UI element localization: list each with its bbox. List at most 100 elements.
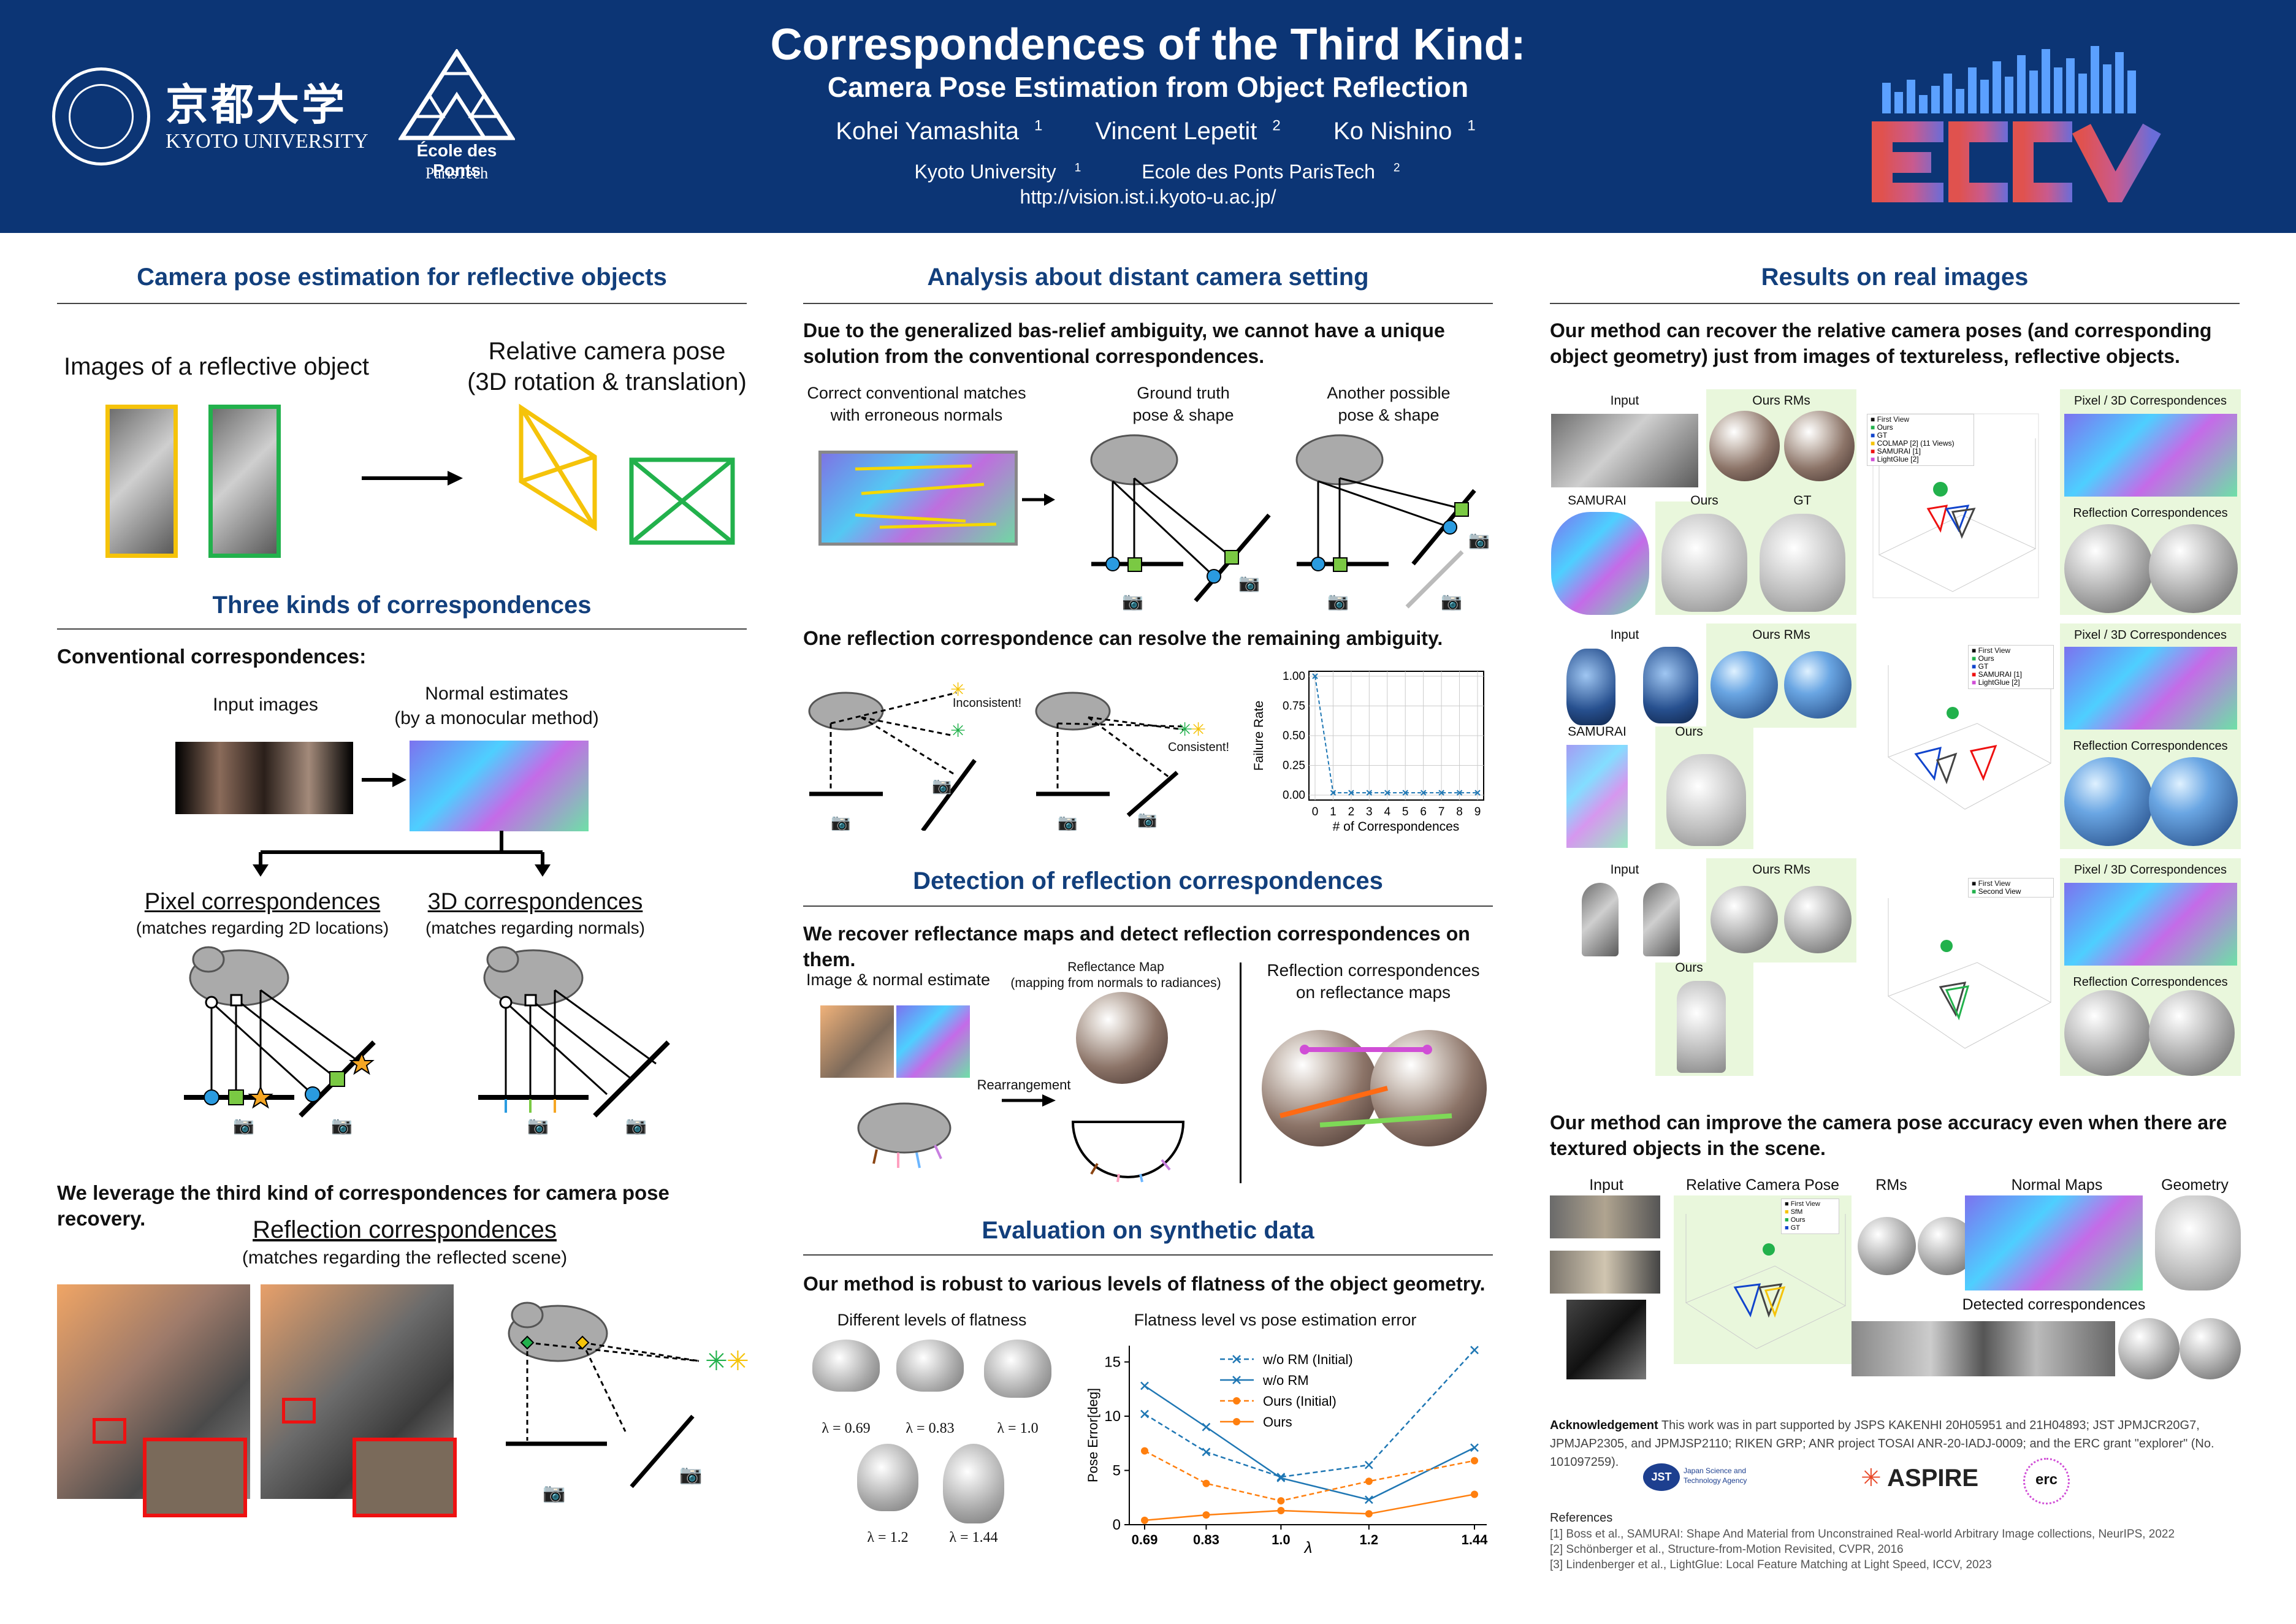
chart2-xtick: 0.83 (1193, 1532, 1219, 1547)
flatness-bunny-0.83 (896, 1340, 964, 1392)
svg-text:📷: 📷 (331, 1116, 353, 1135)
chart2-legend-marker (1233, 1418, 1240, 1425)
flatness-bunny-1.0 (984, 1340, 1051, 1398)
chart2-point (1202, 1479, 1210, 1487)
section-divider (803, 905, 1493, 907)
bunny-image-small (820, 1005, 894, 1078)
pose-plot-2 (1887, 665, 2052, 810)
chart1-point (1330, 790, 1337, 796)
chart2-series-line (1144, 1450, 1475, 1502)
svg-text:✳: ✳ (727, 1346, 749, 1376)
section-divider (803, 303, 1493, 304)
gt-label-1: GT (1793, 494, 1812, 508)
poster-header: 京都大学 KYOTO UNIVERSITY École des Ponts Pa… (0, 0, 2296, 233)
chart1-ytick: 0.00 (1283, 789, 1305, 802)
chart2-legend-label: w/o RM (Initial) (1262, 1352, 1353, 1367)
aspire-logo: ✳ ASPIRE (1861, 1465, 1979, 1492)
ours-geometry-3 (1677, 981, 1726, 1073)
lab-url-link[interactable]: http://vision.ist.i.kyoto-u.ac.jp/ (1020, 186, 1276, 208)
chart1-xtick: 7 (1438, 806, 1445, 818)
lambda-label-0.69: λ = 0.69 (822, 1420, 871, 1436)
reflective-object-image-2 (208, 405, 281, 558)
arrow-right-icon (1022, 494, 1055, 506)
relative-camera-pose-label-4: Relative Camera Pose (1685, 1176, 1840, 1194)
chart1-point (1366, 790, 1373, 796)
chart2-point (1471, 1490, 1478, 1498)
chart1-ytick: 0.50 (1283, 730, 1305, 742)
input-label-1: Input (1610, 394, 1639, 408)
jst-logo-icon: JST Japan Science and Technology Agency (1643, 1462, 1772, 1493)
svg-text:📷: 📷 (1058, 813, 1077, 831)
different-flatness-label: Different levels of flatness (837, 1311, 1027, 1329)
chart2-series-line (1144, 1493, 1475, 1522)
textured-objects-text: Our method can improve the camera pose a… (1550, 1111, 2227, 1159)
chart2-point (1140, 1409, 1149, 1419)
flatness-vs-error-label: Flatness level vs pose estimation error (1134, 1311, 1417, 1329)
ground-truth-diagram: 📷📷 (1090, 434, 1271, 611)
svg-text:✳: ✳ (950, 680, 966, 700)
svg-text:✳: ✳ (950, 721, 966, 741)
refl-corr-sphere-2b (2149, 757, 2238, 846)
ours-geometry-1 (1661, 514, 1747, 612)
detected-corr-sphere-a (2118, 1318, 2180, 1379)
poster-title-line2: Camera Pose Estimation from Object Refle… (827, 71, 1469, 103)
chart2-ylabel: Pose Error[deg] (1085, 1388, 1100, 1482)
kyoto-university-jp-name: 京都大学 (166, 79, 347, 130)
pose-plot-3 (1887, 898, 2052, 1049)
ours-label-1: Ours (1690, 494, 1718, 508)
pixel-correspondence-diagram: 📷📷 (184, 946, 376, 1135)
inconsistent-label: Inconsistent! (952, 696, 1022, 710)
chart2-xtick: 1.0 (1272, 1532, 1291, 1547)
robust-flatness-text: Our method is robust to various levels o… (803, 1273, 1486, 1295)
reflection-bunny-image-1 (57, 1284, 250, 1517)
legend-panel-2: ■ First View ■ Ours ■ GT ■ SAMURAI [1] ■… (1968, 645, 2054, 689)
ours-rm-sphere-2a (1711, 651, 1778, 719)
reflection-matches-overlay (1280, 1045, 1452, 1127)
reflection-correspondences-subtitle: (matches regarding the reflected scene) (242, 1248, 568, 1268)
chart2-point (1277, 1506, 1285, 1514)
rearrangement-label: Rearrangement (977, 1077, 1071, 1092)
reference-1: [1] Boss et al., SAMURAI: Shape And Mate… (1550, 1528, 2175, 1541)
refl-corr-sphere-1b (2149, 524, 2238, 613)
reflectance-map-sphere (1076, 992, 1168, 1084)
chart2-point (1277, 1497, 1285, 1505)
chart1-ytick: 1.00 (1283, 670, 1305, 683)
svg-text:📷: 📷 (1441, 592, 1462, 611)
refl-corr-label-3: Reflection Correspondences (2073, 975, 2228, 989)
chart1-xtick: 8 (1456, 806, 1463, 818)
svg-text:✳: ✳ (1177, 720, 1192, 740)
svg-text:📷: 📷 (1137, 810, 1157, 828)
chart1-point (1456, 790, 1463, 796)
svg-text:📷: 📷 (1122, 592, 1143, 611)
ours-rm-sphere-1a (1709, 411, 1780, 481)
lambda-label-0.83: λ = 0.83 (906, 1420, 955, 1436)
input-label-3: Input (1610, 863, 1639, 877)
reflection-correspondence-diagram: ✳✳ 📷📷 (506, 1302, 749, 1503)
ours-rm-sphere-1b (1784, 411, 1855, 481)
flatness-bunny-1.2 (857, 1444, 918, 1511)
conventional-matches-image (818, 451, 1018, 546)
input-object-3a (1582, 883, 1619, 956)
another-pose-diagram: 📷📷📷 (1295, 434, 1490, 611)
ours-rms-label-1: Ours RMs (1752, 394, 1810, 408)
ours-label-3: Ours (1675, 961, 1703, 975)
chart2-point (1141, 1447, 1148, 1455)
flatness-bunny-1.44 (943, 1444, 1004, 1523)
reflection-bunny-image-2 (261, 1284, 457, 1517)
chart1-point (1348, 790, 1354, 796)
branch-arrows-icon (253, 831, 551, 877)
chart2-ytick: 15 (1104, 1354, 1121, 1371)
poster-title-line1: Correspondences of the Third Kind: (770, 20, 1526, 69)
arrow-right-icon (362, 471, 463, 486)
input-bunny-real (1551, 414, 1698, 487)
leverage-third-kind-text: We leverage the third kind of correspond… (57, 1181, 669, 1230)
section-title-three-kinds: Three kinds of correspondences (212, 592, 592, 619)
lambda-label-1.2: λ = 1.2 (867, 1530, 909, 1546)
chart1-xtick: 2 (1348, 806, 1355, 818)
svg-text:📷: 📷 (527, 1116, 549, 1135)
